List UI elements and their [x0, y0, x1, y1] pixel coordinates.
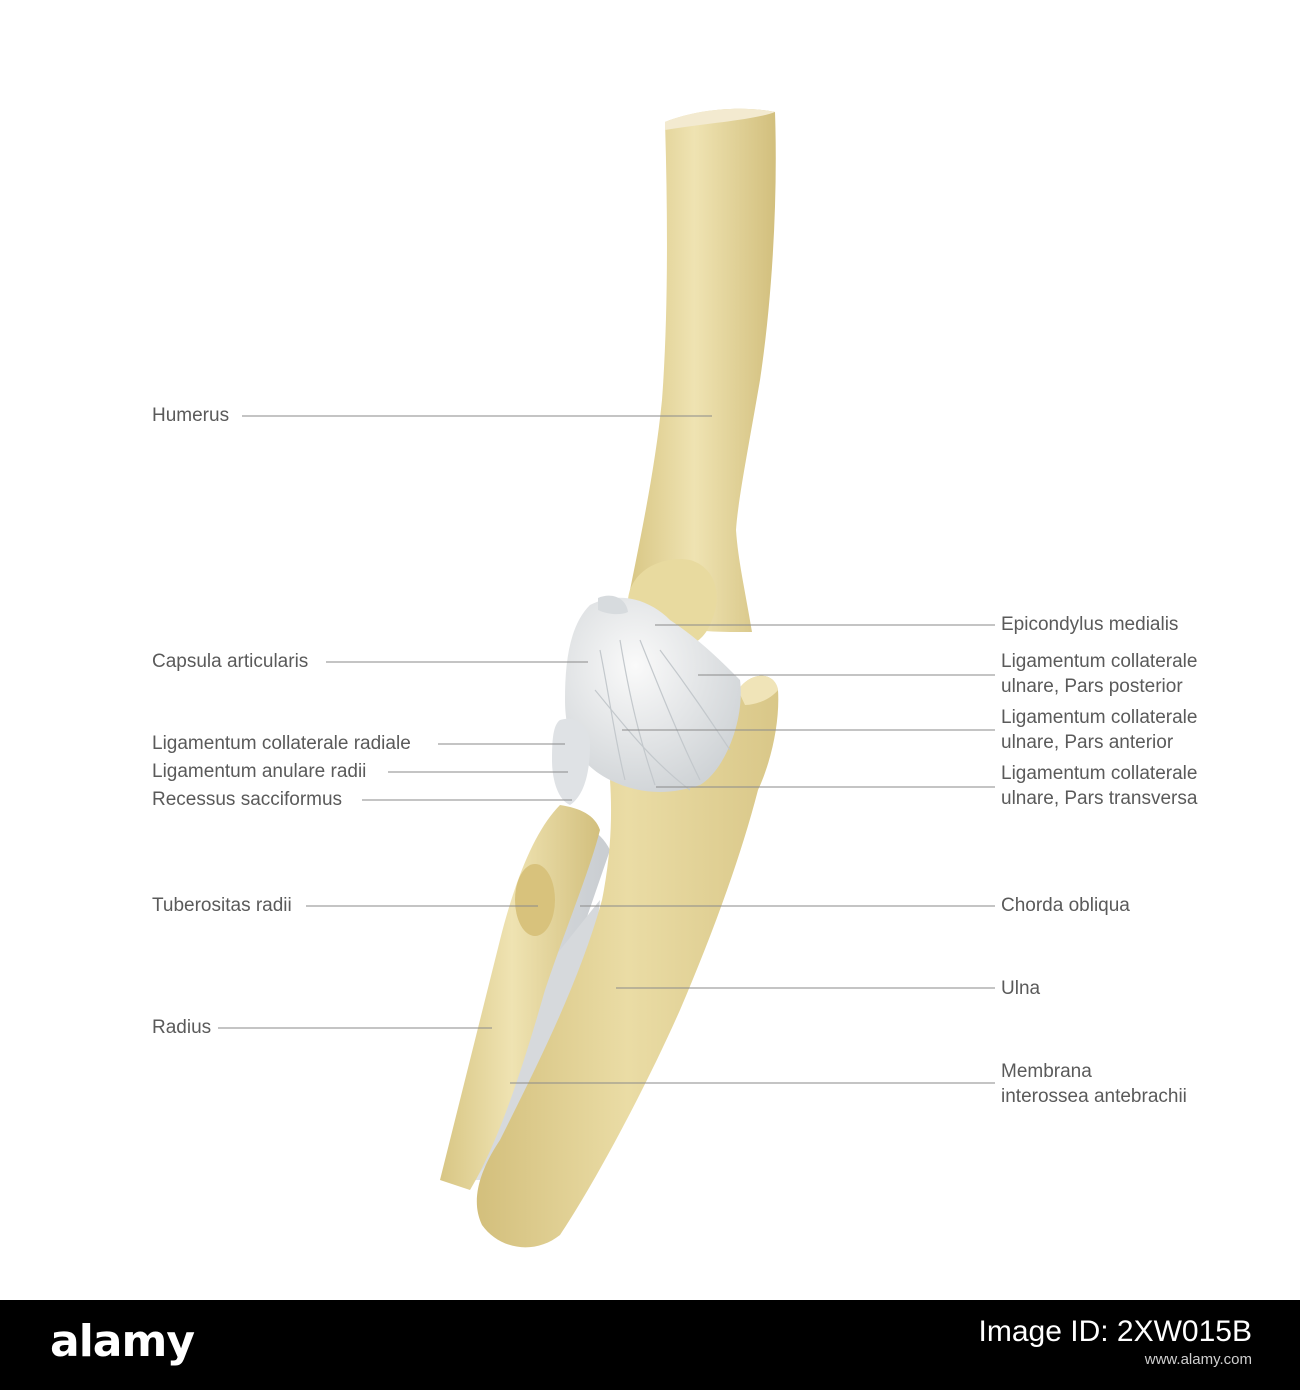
- label-lig-pars-anterior-line2: ulnare, Pars anterior: [1001, 732, 1174, 753]
- label-chorda-obliqua-line1: Chorda obliqua: [1001, 895, 1130, 916]
- humerus-top: [665, 108, 775, 130]
- radius-shape: [440, 805, 600, 1190]
- footer-info: Image ID: 2XW015B www.alamy.com: [979, 1314, 1252, 1370]
- footer-url: www.alamy.com: [1144, 1351, 1252, 1368]
- label-lig-pars-posterior-line1: Ligamentum collaterale: [1001, 651, 1198, 672]
- capsule-shape: [565, 597, 741, 792]
- label-lig-pars-posterior: Ligamentum collaterale ulnare, Pars post…: [1001, 649, 1197, 699]
- label-capsula-articularis: Capsula articularis: [152, 651, 309, 672]
- label-recessus-sacciformus: Recessus sacciformus: [152, 789, 343, 810]
- label-ligamentum-anulare-radii: Ligamentum anulare radii: [152, 761, 367, 782]
- label-tuberositas-radii: Tuberositas radii: [152, 895, 292, 916]
- label-membrana-interossea: Membrana interossea antebrachii: [1001, 1059, 1187, 1109]
- tuberositas-shape: [515, 864, 555, 936]
- footer-bar: alamy Image ID: 2XW015B www.alamy.com: [0, 1300, 1300, 1390]
- label-ulna-line1: Ulna: [1001, 978, 1041, 999]
- label-lig-pars-anterior-line1: Ligamentum collaterale: [1001, 707, 1198, 728]
- ulna-shape: [476, 675, 779, 1248]
- label-lig-pars-anterior: Ligamentum collaterale ulnare, Pars ante…: [1001, 705, 1197, 755]
- radial-ligament-shape: [552, 718, 590, 805]
- label-lig-pars-posterior-line2: ulnare, Pars posterior: [1001, 676, 1183, 697]
- elbow-diagram: [218, 108, 995, 1248]
- ulna-proximal: [738, 675, 778, 705]
- label-epicondylus-medialis: Epicondylus medialis: [1001, 612, 1178, 637]
- label-lig-pars-transversa-line2: ulnare, Pars transversa: [1001, 788, 1198, 809]
- label-chorda-obliqua: Chorda obliqua: [1001, 893, 1130, 918]
- label-lig-pars-transversa: Ligamentum collaterale ulnare, Pars tran…: [1001, 761, 1197, 811]
- label-ulna: Ulna: [1001, 976, 1040, 1001]
- label-lig-pars-transversa-line1: Ligamentum collaterale: [1001, 763, 1198, 784]
- ligament-fibers: [594, 639, 731, 791]
- label-membrana-line2: interossea antebrachii: [1001, 1086, 1187, 1107]
- alamy-logo: alamy: [50, 1316, 195, 1367]
- leader-lines: [218, 415, 995, 1084]
- label-epicondylus-line1: Epicondylus medialis: [1001, 614, 1179, 635]
- label-humerus: Humerus: [152, 405, 230, 426]
- label-membrana-line1: Membrana: [1001, 1061, 1092, 1082]
- label-radius: Radius: [152, 1017, 212, 1038]
- label-ligamentum-collaterale-radiale: Ligamentum collaterale radiale: [152, 733, 411, 754]
- capsule-lobe: [598, 595, 628, 615]
- image-id: Image ID: 2XW015B: [978, 1315, 1252, 1348]
- humerus-shape: [628, 108, 776, 632]
